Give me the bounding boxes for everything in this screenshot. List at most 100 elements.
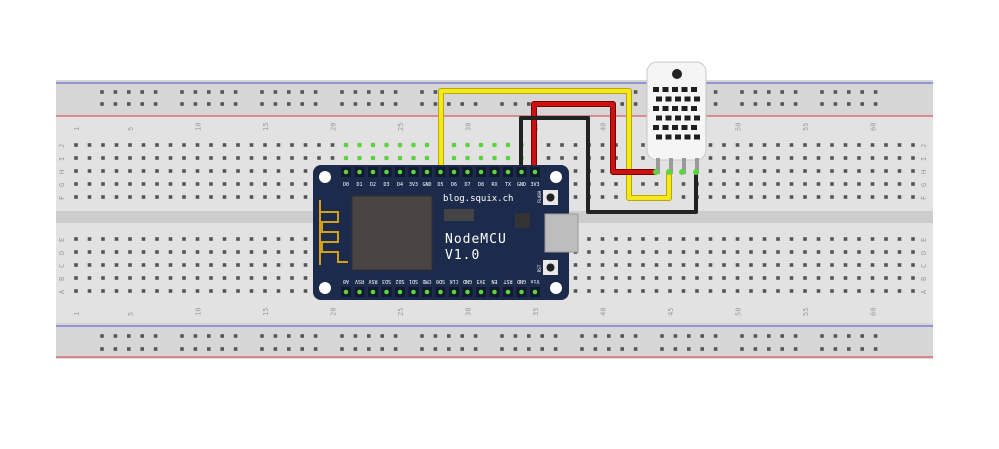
pin-gnd [519, 169, 524, 175]
breadboard-hole [708, 250, 713, 254]
rail-hole [433, 347, 438, 351]
breadboard-hole [87, 143, 92, 147]
dht-vent [675, 134, 681, 140]
breadboard-hole [303, 289, 308, 293]
pin-a0 [343, 289, 349, 295]
pin-d5 [438, 169, 443, 175]
breadboard-hole [857, 276, 861, 280]
breadboard-hole [141, 156, 146, 160]
breadboard-hole [87, 156, 92, 160]
connected-hole [411, 155, 416, 161]
dht-vent [665, 115, 672, 121]
rail-hole [353, 334, 358, 338]
pin-sd1 [411, 289, 416, 295]
breadboard-hole [722, 263, 726, 267]
rail-hole [127, 347, 131, 351]
rail-hole [753, 102, 758, 106]
breadboard-hole [708, 276, 713, 280]
breadboard-hole [74, 289, 78, 293]
breadboard-hole [236, 263, 240, 267]
breadboard-hole [263, 237, 267, 241]
breadboard-top-rail [56, 80, 933, 116]
breadboard-hole [249, 169, 254, 173]
rail-hole [113, 102, 118, 106]
rst-button-cap[interactable] [546, 263, 555, 272]
rail-hole [620, 334, 624, 338]
row-letter: A [58, 289, 66, 294]
breadboard-hole [695, 263, 699, 267]
rail-hole [180, 90, 184, 94]
breadboard-hole [749, 169, 753, 173]
breadboard-hole [209, 250, 213, 254]
rail-hole [620, 102, 624, 106]
rail-hole [340, 102, 344, 106]
breadboard-hole [911, 276, 915, 280]
breadboard-hole [722, 195, 726, 199]
row-letter: H [58, 170, 66, 174]
breadboard-hole [884, 143, 888, 147]
rail-hole [260, 90, 264, 94]
breadboard-hole [654, 237, 659, 241]
breadboard-hole [290, 263, 294, 267]
rail-hole [820, 334, 824, 338]
breadboard-hole [870, 195, 875, 199]
rail-hole [607, 334, 611, 338]
connected-hole [357, 142, 362, 148]
flash-button-cap[interactable] [546, 193, 555, 202]
rail-hole [207, 347, 211, 351]
pin-rsv [370, 289, 376, 295]
dht-vent [691, 125, 697, 130]
breadboard-hole [222, 276, 227, 280]
breadboard-hole [303, 276, 308, 280]
breadboard-hole [128, 156, 132, 160]
breadboard-hole [911, 195, 915, 199]
rail-hole [313, 90, 318, 94]
breadboard-hole [614, 263, 618, 267]
breadboard-hole [141, 289, 146, 293]
row-letter: C [920, 264, 928, 268]
pin-clk [451, 289, 457, 295]
breadboard-hole [114, 263, 119, 267]
breadboard-hole [290, 276, 294, 280]
breadboard-hole [762, 169, 767, 173]
connected-hole [370, 155, 376, 161]
breadboard-hole [816, 276, 821, 280]
rail-hole [793, 347, 798, 351]
column-number-top: 10 [195, 123, 203, 131]
breadboard-hole [762, 195, 767, 199]
rail-hole [367, 347, 371, 351]
breadboard-hole [600, 195, 605, 199]
regulator-chip [515, 213, 530, 228]
breadboard-hole [600, 143, 605, 147]
column-number-bottom: 60 [870, 308, 878, 316]
rail-hole [460, 334, 464, 338]
dht-vent [672, 125, 678, 130]
breadboard-hole [168, 289, 173, 293]
rail-hole [713, 334, 718, 338]
wire-red [532, 102, 656, 174]
breadboard-hole [722, 182, 726, 186]
breadboard-hole [236, 169, 240, 173]
breadboard-hole [87, 182, 92, 186]
breadboard-hole [263, 195, 267, 199]
connected-hole [343, 142, 349, 148]
breadboard-hole [587, 263, 591, 267]
rail-hole [460, 347, 464, 351]
breadboard-hole [681, 182, 686, 186]
breadboard-hole [276, 289, 281, 293]
rail-hole [873, 102, 878, 106]
breadboard-hole [654, 250, 659, 254]
rail-hole [140, 90, 144, 94]
mount-hole-tr [550, 171, 562, 183]
breadboard-hole [101, 276, 105, 280]
breadboard-hole [870, 276, 875, 280]
dht-vent [665, 134, 672, 140]
breadboard-hole [776, 182, 780, 186]
breadboard-hole [843, 143, 848, 147]
breadboard-hole [573, 169, 578, 173]
breadboard-hole [816, 195, 821, 199]
breadboard-hole [276, 250, 281, 254]
pin-en [492, 289, 497, 295]
breadboard-hole [276, 169, 281, 173]
